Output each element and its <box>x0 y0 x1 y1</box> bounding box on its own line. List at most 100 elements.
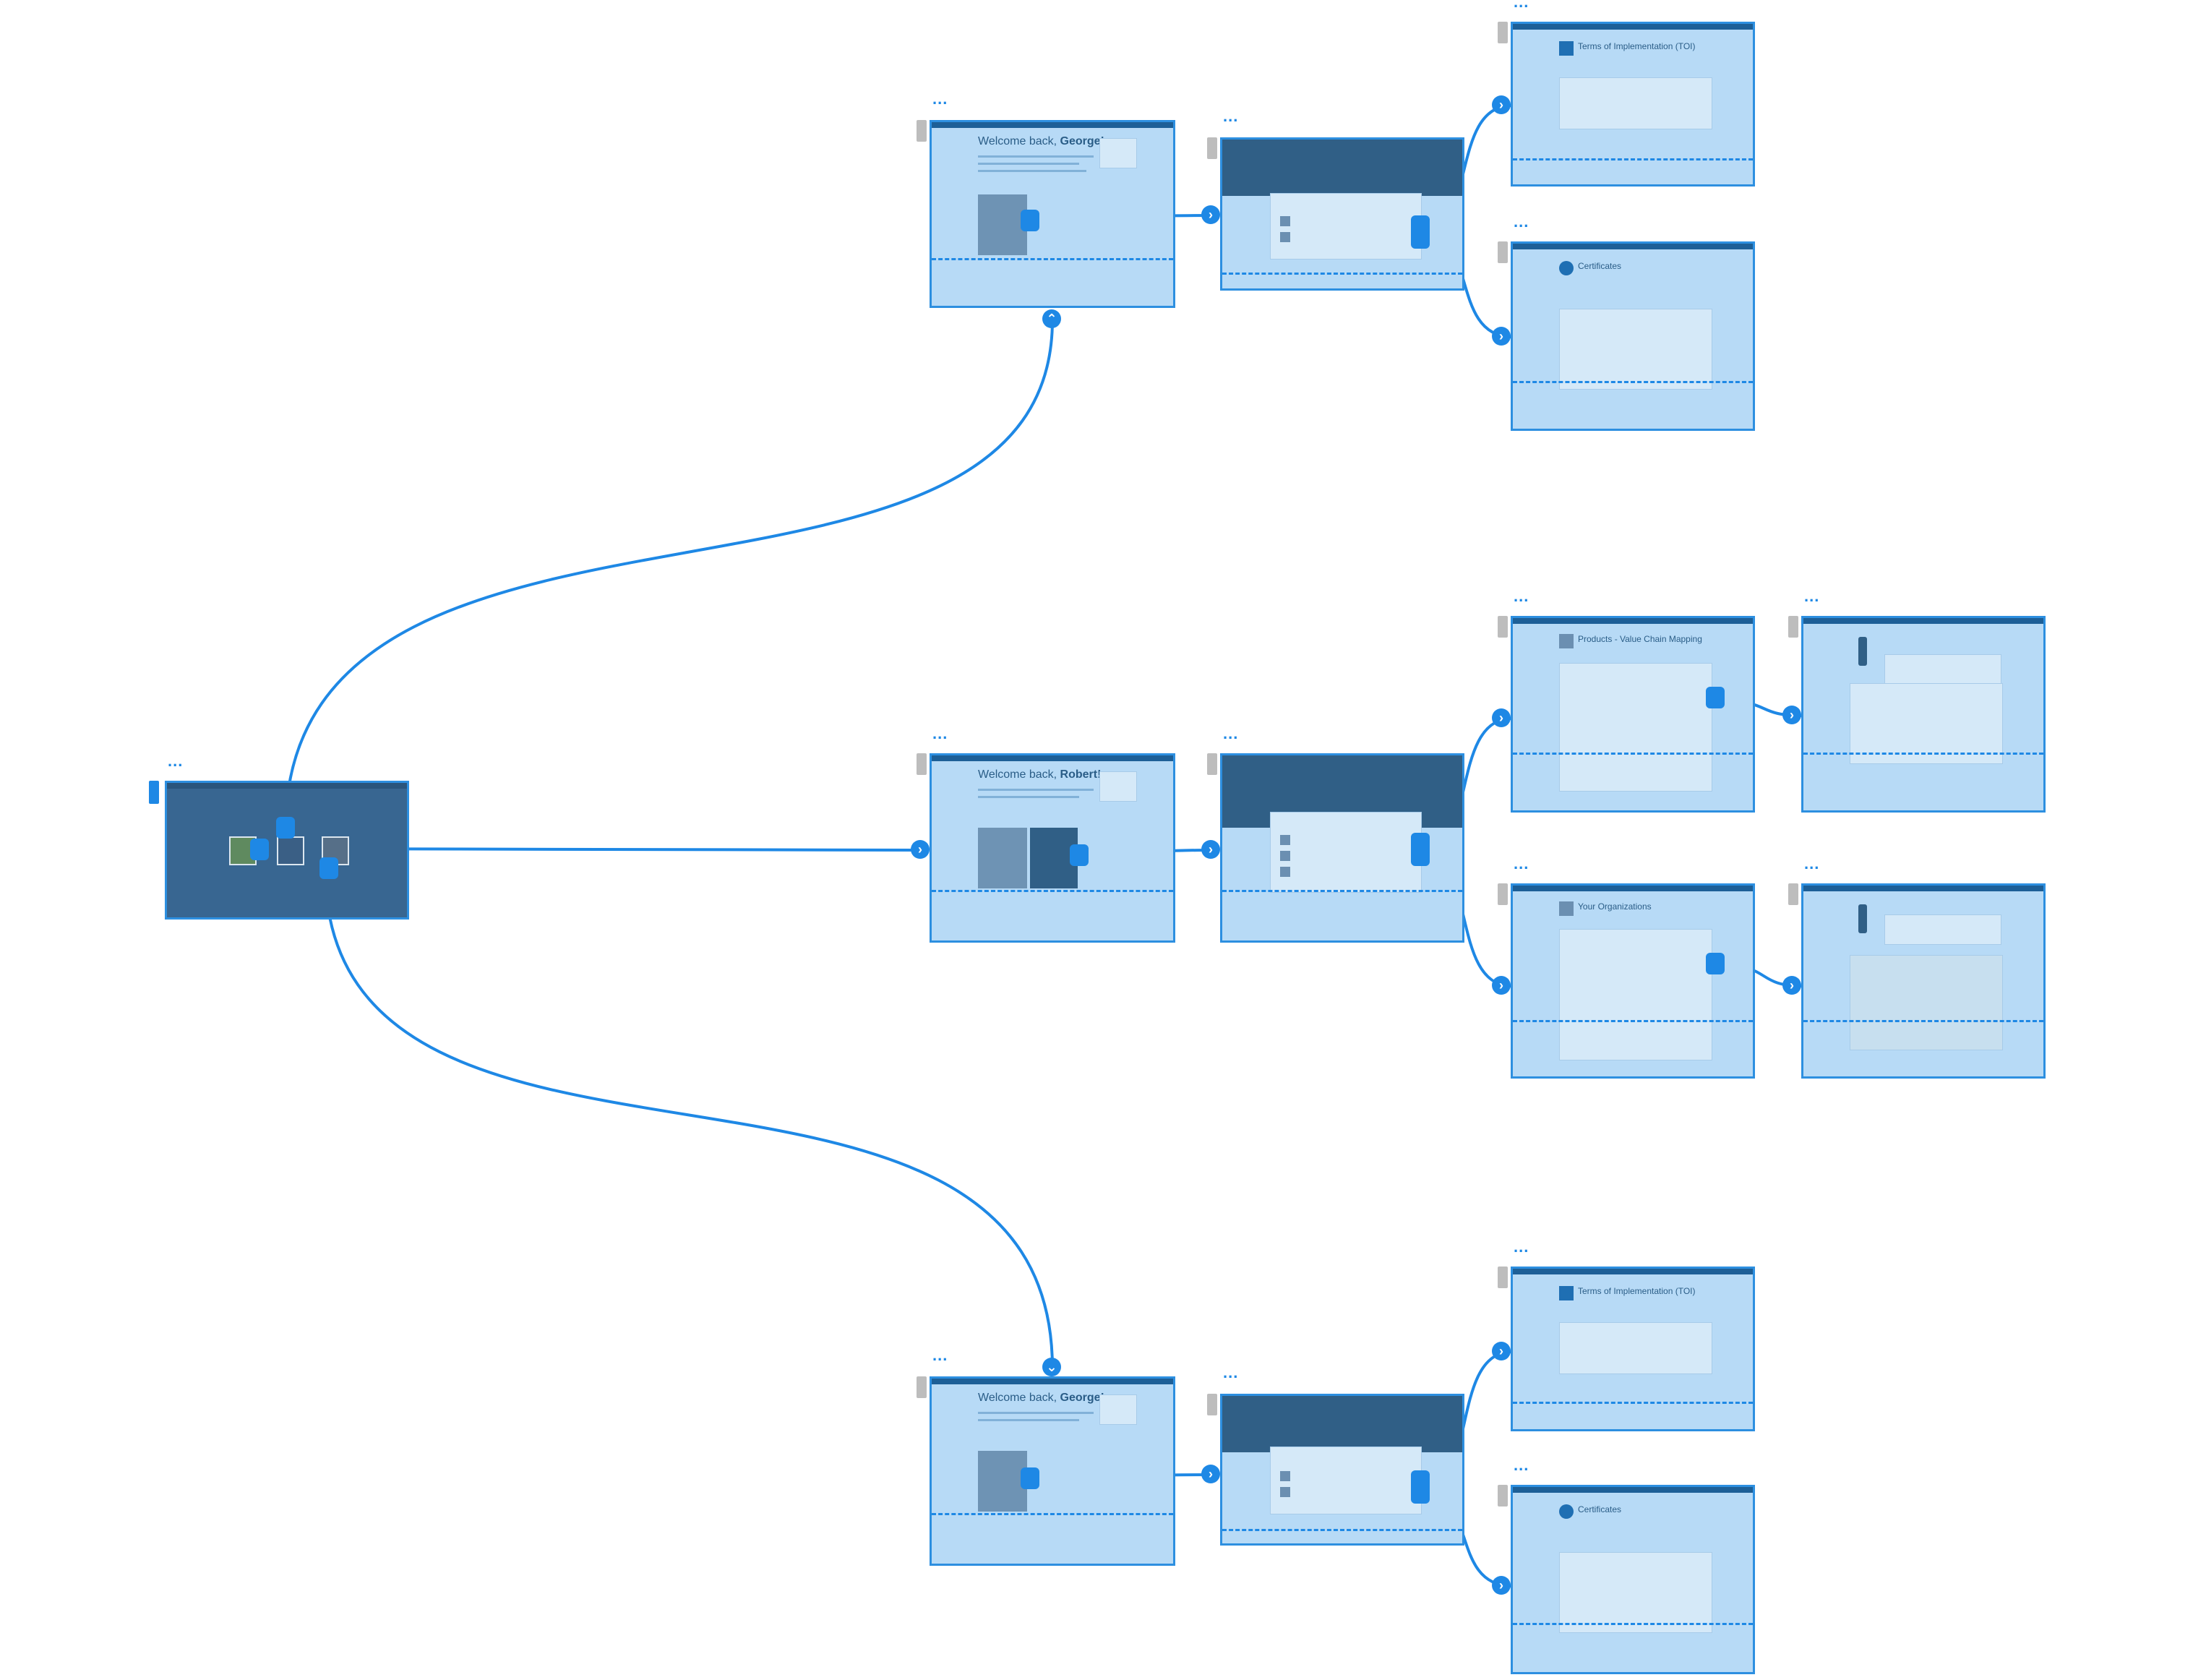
screen-menu-icon[interactable]: ... <box>932 90 948 108</box>
chevron-right-icon[interactable]: › <box>911 840 930 859</box>
root-menu-icon[interactable]: ... <box>168 752 184 770</box>
chevron-down-icon[interactable]: ⌄ <box>1042 1358 1061 1376</box>
chevron-right-icon[interactable]: › <box>1782 706 1801 724</box>
screen-products-vcm[interactable]: Products - Value Chain Mapping <box>1511 616 1755 813</box>
products-table[interactable] <box>1559 663 1712 792</box>
hotspot[interactable] <box>1706 687 1725 708</box>
screen-toi-top[interactable]: Terms of Implementation (TOI) <box>1511 22 1755 187</box>
screen-tab <box>917 1376 927 1398</box>
request-row-icon <box>1280 232 1290 242</box>
certificates-heading: Certificates <box>1578 261 1622 271</box>
hotspot[interactable] <box>1411 833 1430 866</box>
screen-tab <box>1498 616 1508 638</box>
screen-product-detail[interactable] <box>1801 616 2046 813</box>
root-tab <box>149 781 159 804</box>
hotspot[interactable] <box>1070 844 1089 866</box>
screen-requests-top[interactable] <box>1220 137 1464 291</box>
project-card[interactable] <box>978 1451 1027 1512</box>
welcome-heading: Welcome back, George! <box>978 135 1104 148</box>
screen-welcome-george-top[interactable]: Welcome back, George! <box>930 120 1175 308</box>
toi-heading: Terms of Implementation (TOI) <box>1578 1286 1696 1296</box>
chevron-right-icon[interactable]: › <box>1492 708 1511 727</box>
screen-product-map[interactable] <box>1801 883 2046 1079</box>
screen-menu-icon[interactable]: ... <box>932 724 948 742</box>
chevron-right-icon[interactable]: › <box>1201 1465 1220 1483</box>
fold-line <box>1222 273 1462 275</box>
chevron-right-icon[interactable]: › <box>1492 95 1511 114</box>
screen-menu-icon[interactable]: ... <box>1514 1456 1529 1474</box>
chevron-up-icon[interactable]: ⌃ <box>1042 309 1061 328</box>
certificate-icon <box>1559 1504 1574 1519</box>
supply-map[interactable] <box>1850 955 2003 1050</box>
screen-tab <box>917 120 927 142</box>
product-info-panel <box>1884 914 2001 945</box>
project-card[interactable] <box>978 194 1027 255</box>
request-row-icon <box>1280 1471 1290 1481</box>
screen-your-organizations[interactable]: Your Organizations <box>1511 883 1755 1079</box>
hotspot[interactable] <box>1411 1470 1430 1504</box>
chevron-right-icon[interactable]: › <box>1201 205 1220 224</box>
screen-tab <box>1498 883 1508 905</box>
project-card[interactable] <box>978 828 1027 888</box>
intro-text <box>978 1419 1079 1421</box>
screen-welcome-robert[interactable]: Welcome back, Robert! <box>930 753 1175 943</box>
screen-requests-bottom[interactable] <box>1220 1394 1464 1546</box>
organization-image <box>1559 901 1574 916</box>
screen-welcome-george-bottom[interactable]: Welcome back, George! <box>930 1376 1175 1566</box>
welcome-heading: Welcome back, George! <box>978 1392 1104 1405</box>
fold-line <box>1222 1529 1462 1531</box>
chevron-right-icon[interactable]: › <box>1782 976 1801 995</box>
fold-line <box>1513 158 1753 160</box>
screen-menu-icon[interactable]: ... <box>1514 213 1529 231</box>
value-chain-panel[interactable] <box>1850 683 2003 764</box>
screen-menu-icon[interactable]: ... <box>1514 587 1529 605</box>
chevron-right-icon[interactable]: › <box>1201 840 1220 859</box>
requests-panel[interactable] <box>1270 193 1422 260</box>
screen-requests-middle[interactable] <box>1220 753 1464 943</box>
screen-menu-icon[interactable]: ... <box>1223 724 1239 742</box>
chevron-right-icon[interactable]: › <box>1492 1342 1511 1360</box>
fold-line <box>1513 1020 1753 1022</box>
app-bar <box>1803 618 2043 624</box>
intro-text <box>978 155 1094 158</box>
chevron-right-icon[interactable]: › <box>1492 976 1511 995</box>
screen-menu-icon[interactable]: ... <box>1514 0 1529 11</box>
app-bar <box>932 755 1173 761</box>
screen-menu-icon[interactable]: ... <box>1804 854 1820 873</box>
screen-menu-icon[interactable]: ... <box>1514 1238 1529 1256</box>
intro-text <box>978 1412 1094 1414</box>
screen-menu-icon[interactable]: ... <box>1223 107 1239 125</box>
screen-certificates-top[interactable]: Certificates <box>1511 241 1755 431</box>
hotspot[interactable] <box>1021 210 1039 231</box>
app-bar <box>1513 1269 1753 1274</box>
organizations-table[interactable] <box>1559 929 1712 1060</box>
screen-toi-bottom[interactable]: Terms of Implementation (TOI) <box>1511 1267 1755 1431</box>
root-hotspot-up[interactable] <box>276 817 295 839</box>
comments-panel[interactable] <box>1559 77 1712 129</box>
screen-menu-icon[interactable]: ... <box>1804 587 1820 605</box>
comments-panel[interactable] <box>1559 309 1712 390</box>
root-screen[interactable] <box>165 781 409 920</box>
chevron-right-icon[interactable]: › <box>1492 327 1511 346</box>
root-hotspot-down[interactable] <box>319 857 338 879</box>
welcome-name: Robert! <box>1060 768 1102 781</box>
screen-menu-icon[interactable]: ... <box>1223 1363 1239 1381</box>
welcome-prefix: Welcome back, <box>978 768 1060 781</box>
chevron-right-icon[interactable]: › <box>1492 1576 1511 1595</box>
screen-tab <box>1788 883 1798 905</box>
hotspot[interactable] <box>1021 1467 1039 1489</box>
requests-panel[interactable] <box>1270 1447 1422 1514</box>
comments-panel[interactable] <box>1559 1322 1712 1374</box>
hotspot[interactable] <box>1411 215 1430 249</box>
promo-card[interactable] <box>1099 1394 1137 1425</box>
screen-menu-icon[interactable]: ... <box>932 1346 948 1364</box>
promo-card[interactable] <box>1099 138 1137 168</box>
requests-panel[interactable] <box>1270 812 1422 893</box>
comments-panel[interactable] <box>1559 1552 1712 1633</box>
screen-certificates-bottom[interactable]: Certificates <box>1511 1485 1755 1674</box>
promo-card[interactable] <box>1099 771 1137 802</box>
root-hotspot-center[interactable] <box>250 839 269 860</box>
screen-menu-icon[interactable]: ... <box>1514 854 1529 873</box>
request-row-icon <box>1280 1487 1290 1497</box>
hotspot[interactable] <box>1706 953 1725 974</box>
